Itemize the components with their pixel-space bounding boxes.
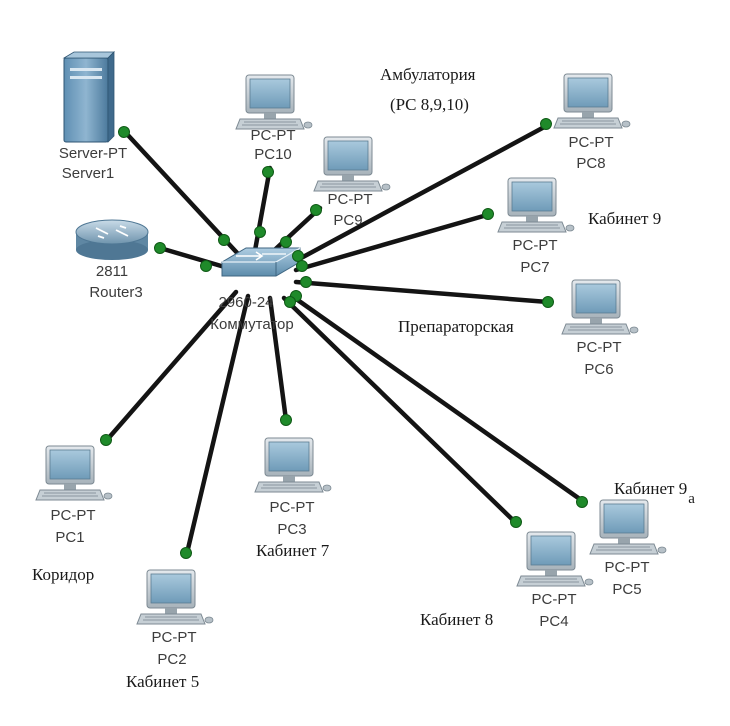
port-dot [280,236,292,248]
port-dot [540,118,552,130]
port-dot [300,276,312,288]
pc7-device[interactable]: PC-PT PC7 [497,177,575,276]
pc6-type-label: PC-PT [577,339,622,356]
port-dot [280,414,292,426]
pc2-device[interactable]: PC-PT PC2 [136,569,214,668]
switch-arrows-icon [236,251,286,261]
port-dot [284,296,296,308]
pc4-type-label: PC-PT [532,591,577,608]
pc1-type-label: PC-PT [51,507,96,524]
pc-icon [561,279,639,335]
room-corridor: Коридор [32,565,94,584]
pc-icon [553,73,631,129]
pc6-device[interactable]: PC-PT PC6 [561,279,639,378]
room-cabinet7: Кабинет 7 [256,541,330,560]
pc4-device[interactable]: PC-PT PC4 [516,531,594,630]
pc8-type-label: PC-PT [569,134,614,151]
pc4-name-label: PC4 [539,613,568,630]
link-pc10-switch [251,165,273,259]
server1-device[interactable]: Server-PT Server1 [59,51,127,182]
pc-icon [497,177,575,233]
switch-device[interactable]: 2960-24 Коммутатор [210,247,301,333]
port-dot [118,126,130,138]
port-dot [296,260,308,272]
port-dot [576,496,588,508]
port-dot [180,547,192,559]
pc3-device[interactable]: PC-PT PC3 [254,437,332,538]
room-cabinet5: Кабинет 5 [126,672,199,691]
port-dot [100,434,112,446]
switch-type-label: 2960-24 [218,294,273,311]
pc1-device[interactable]: PC-PT PC1 [35,445,113,546]
pc10-name-label: PC10 [254,146,292,163]
pc-icon [35,445,113,501]
port-dot [542,296,554,308]
pc3-type-label: PC-PT [270,499,315,516]
port-dot [510,516,522,528]
pc5-device[interactable]: PC-PT PC5 [589,499,667,598]
server1-type-label: Server-PT [59,145,127,162]
room-ambulatory-title: Амбулатория [380,65,476,84]
port-dot [262,166,274,178]
port-dot [154,242,166,254]
link-pc2-switch [184,293,251,556]
pc9-name-label: PC9 [333,212,362,229]
pc-icon [136,569,214,625]
pc8-name-label: PC8 [576,155,605,172]
link-pc6-switch [293,279,551,305]
room-cabinet9a-main: Кабинет 9 [614,479,687,498]
pc-icon [589,499,667,555]
room-cabinet9a-sub: а [688,491,695,507]
link-pc7-switch [293,212,490,273]
room-ambulatory-pcs: (PC 8,9,10) [390,95,469,114]
pc5-name-label: PC5 [612,581,641,598]
router3-type-label: 2811 [96,263,128,280]
room-cabinet9: Кабинет 9 [588,209,661,228]
pc9-type-label: PC-PT [328,191,373,208]
port-dot [482,208,494,220]
room-cabinet9a: Кабинет 9а [614,479,695,507]
port-dot [218,234,230,246]
pc5-type-label: PC-PT [605,559,650,576]
room-preparatory: Препараторская [398,317,514,336]
pc10-type-label: PC-PT [251,127,296,144]
pc10-device[interactable]: PC-PT PC10 [235,74,313,163]
link-pc5-switch [289,293,587,505]
link-pc1-switch [103,289,239,444]
router3-device[interactable]: 2811 Router3 [75,219,149,301]
link-router3-switch [157,245,231,271]
pc6-name-label: PC6 [584,361,613,378]
pc-icon [235,74,313,130]
pc2-type-label: PC-PT [152,629,197,646]
server1-name-label: Server1 [62,165,115,182]
port-dot [292,250,304,262]
pc-icon [516,531,594,587]
router-icon [75,219,149,260]
port-dot [254,226,266,238]
switch-name-label: Коммутатор [210,316,293,333]
router3-name-label: Router3 [89,284,142,301]
network-links [103,122,587,556]
pc7-name-label: PC7 [520,259,549,276]
pc8-device[interactable]: PC-PT PC8 [553,73,631,172]
port-dot [200,260,212,272]
pc2-name-label: PC2 [157,651,186,668]
pc-icon [313,136,391,192]
port-dot [310,204,322,216]
room-cabinet8: Кабинет 8 [420,610,493,629]
pc1-name-label: PC1 [55,529,84,546]
pc7-type-label: PC-PT [513,237,558,254]
pc9-device[interactable]: PC-PT PC9 [313,136,391,229]
pc-icon [254,437,332,493]
link-pc4-switch [281,295,519,526]
link-pc8-switch [287,122,551,267]
pc3-name-label: PC3 [277,521,306,538]
port-markers [100,118,588,559]
link-pc3-switch [267,295,289,423]
room-labels: Амбулатория (PC 8,9,10) Кабинет 9 Препар… [32,65,695,691]
